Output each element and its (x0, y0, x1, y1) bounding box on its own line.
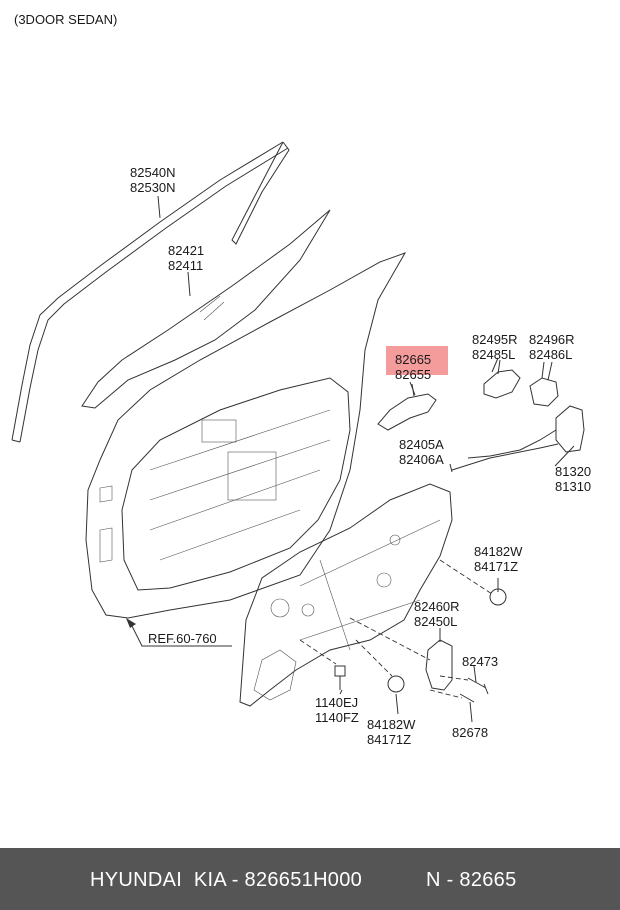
label-plug-upper-2: 84171Z (474, 559, 519, 574)
hinge-left-part (529, 361, 559, 407)
door-run-channel (11, 141, 290, 443)
bolt-ej (334, 665, 346, 690)
label-plug-upper-1: 84182W (474, 544, 523, 559)
label-bolt-ej-1: 1140EJ (315, 695, 359, 710)
footer-code: N - 82665 (426, 869, 517, 891)
door-glass (81, 209, 331, 409)
label-hinge-left-2: 82486L (529, 347, 573, 362)
label-plug-lower-2: 84171Z (367, 732, 412, 747)
label-glass-1: 82421 (168, 243, 205, 258)
hinge-right-part (483, 357, 521, 399)
label-run-channel-1: 82540N (130, 165, 176, 180)
door-shell (85, 252, 407, 619)
label-hinge-left-1: 82496R (529, 332, 575, 347)
variant-title: (3DOOR SEDAN) (14, 12, 118, 27)
label-glass-2: 82411 (168, 258, 204, 273)
label-latch-2: 81310 (555, 479, 592, 494)
label-hinge-right-2: 82485L (472, 347, 516, 362)
door-module-panel (239, 483, 453, 707)
ref-arrowhead (126, 618, 136, 628)
label-latch-1: 81320 (555, 464, 592, 479)
label-handle: 82655 (395, 367, 432, 382)
bolt-82473 (467, 677, 489, 695)
label-handle-highlight: 82665 (395, 352, 432, 367)
lower-plug (387, 675, 405, 693)
label-bolt-ej-2: 1140FZ (315, 710, 359, 725)
label-rod-1: 82405A (399, 437, 444, 452)
highlight-box (386, 346, 448, 375)
exploded-parts-diagram (11, 141, 585, 723)
label-bolt: 82473 (462, 654, 499, 669)
ref-arrow (129, 621, 232, 647)
label-run-channel-2: 82530N (130, 180, 176, 195)
label-plug-lower-1: 84182W (367, 717, 416, 732)
regulator-motor (425, 639, 453, 691)
label-screw: 82678 (452, 725, 489, 740)
label-rod-2: 82406A (399, 452, 444, 467)
label-ref: REF.60-760 (148, 631, 217, 646)
label-regulator-1: 82460R (414, 599, 460, 614)
label-hinge-right-1: 82495R (472, 332, 518, 347)
door-rod (451, 443, 559, 471)
door-latch-part (467, 405, 585, 459)
label-regulator-2: 82450L (414, 614, 458, 629)
footer-bar: HYUNDAI KIA - 826651H000 N - 82665 (0, 848, 620, 910)
screw-82678 (459, 693, 475, 703)
inside-handle-part (377, 381, 437, 431)
footer-brand-part: HYUNDAI KIA - 826651H000 (90, 869, 363, 891)
